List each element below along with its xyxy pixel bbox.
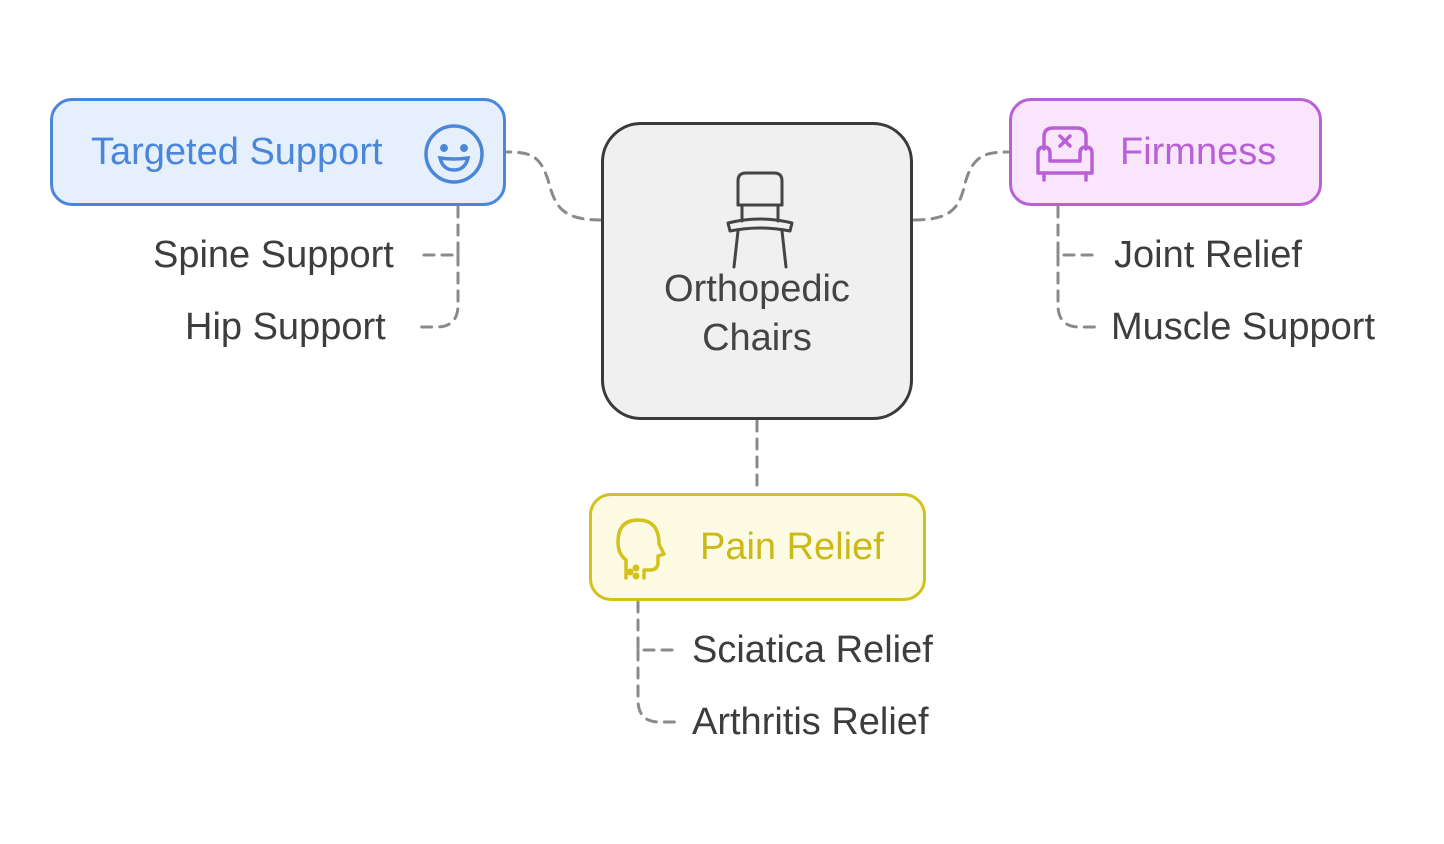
leaf-arthritis-relief: Arthritis Relief: [692, 701, 929, 743]
leaf-hip-support: Hip Support: [185, 306, 386, 348]
branch-node-firmness[interactable]: Firmness: [1009, 98, 1322, 206]
connector-pain-sciatica: [636, 600, 677, 652]
connector-center-targeted: [505, 150, 603, 222]
branch-label-pain-relief: Pain Relief: [700, 525, 884, 568]
connector-firmness-joint: [1056, 205, 1097, 257]
center-node-label: Orthopedic Chairs: [664, 268, 850, 359]
branch-node-targeted-support[interactable]: Targeted Support: [50, 98, 506, 206]
center-node-orthopedic-chairs[interactable]: Orthopedic Chairs: [601, 122, 913, 420]
leaf-sciatica-relief: Sciatica Relief: [692, 629, 933, 671]
branch-node-pain-relief[interactable]: Pain Relief: [589, 493, 926, 601]
branch-label-targeted-support: Targeted Support: [91, 130, 383, 173]
connector-pain-arthritis: [636, 648, 677, 724]
connector-firmness-muscle: [1056, 253, 1097, 329]
connector-targeted-hip: [418, 253, 460, 329]
smiling-face-icon: [424, 124, 484, 184]
leaf-muscle-support: Muscle Support: [1111, 306, 1376, 348]
branch-label-firmness: Firmness: [1120, 130, 1277, 173]
leaf-joint-relief: Joint Relief: [1114, 234, 1302, 276]
leaf-spine-support: Spine Support: [153, 234, 394, 276]
connector-targeted-spine: [420, 205, 460, 257]
armchair-icon: [1036, 126, 1094, 182]
head-profile-icon: [616, 518, 666, 580]
connector-center-firmness: [912, 150, 1010, 222]
chair-icon: [726, 171, 794, 269]
